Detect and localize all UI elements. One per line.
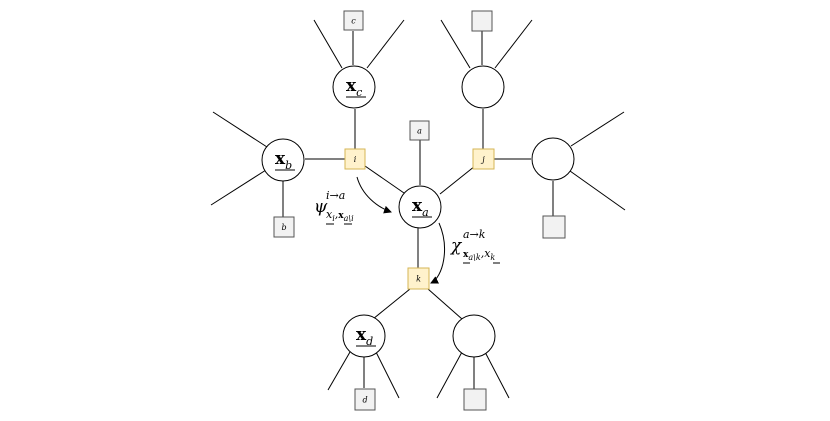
factor-label-j: j — [480, 155, 485, 164]
factor-node-top-right — [471, 10, 493, 32]
factor-node-a — [409, 120, 430, 141]
message-arrow-chi — [430, 222, 445, 284]
edge-xb-leaf-bottom — [210, 169, 267, 206]
message-arrow-psi — [356, 176, 392, 214]
chi-subscript: xa\k,xk — [463, 247, 495, 262]
edge-k-to-var-bottom-right — [427, 288, 463, 320]
edge-xd-leaf-left — [327, 351, 351, 391]
edge-xd-leaf-right — [375, 351, 400, 399]
edge-xa-to-j — [439, 165, 476, 195]
edge-xc-leaf-right — [366, 19, 405, 69]
edge-var-top-right-leaf-right — [494, 19, 533, 69]
edge-var-right-leaf-top — [570, 111, 625, 147]
variable-label-xb: xb — [275, 149, 292, 172]
edges — [210, 19, 626, 399]
edge-var-top-right-leaf-left — [440, 19, 471, 69]
factor-node-d — [354, 388, 376, 411]
psi-subscript: xi,xa\i — [326, 208, 354, 223]
edge-var-bottom-right-leaf-left — [436, 351, 463, 399]
factor-nodes: c a i j b k d — [273, 10, 566, 411]
factor-node-bottom-right — [463, 388, 487, 411]
factor-label-d: d — [362, 396, 367, 405]
message-label-psi: ψ i→a xi,xa\i — [314, 189, 354, 225]
edge-var-right-leaf-bottom — [569, 170, 626, 211]
edge-i-to-xa — [364, 165, 405, 194]
variable-node-bottom-right — [452, 314, 496, 358]
variable-label-xd: xd — [356, 325, 373, 348]
psi-symbol: ψ — [314, 197, 328, 217]
factor-node-b — [273, 216, 295, 238]
factor-label-a: a — [417, 127, 422, 136]
factor-node-right — [542, 215, 566, 239]
variable-labels: xc xb xa xd — [275, 76, 432, 348]
factor-label-k: k — [416, 275, 421, 284]
chi-superscript: a→k — [463, 228, 486, 241]
message-label-chi: χ a→k xa\k,xk — [450, 228, 500, 264]
psi-superscript: i→a — [326, 189, 345, 202]
factor-node-k — [407, 267, 430, 290]
chi-symbol: χ — [450, 236, 463, 256]
factor-node-c — [343, 10, 364, 31]
edge-k-to-xd — [372, 288, 411, 320]
variable-label-xa: xa — [412, 196, 429, 219]
factor-node-j — [472, 148, 495, 170]
edge-var-bottom-right-leaf-right — [484, 351, 510, 399]
edge-xb-leaf-top — [212, 111, 268, 148]
variable-node-top-right — [461, 65, 505, 109]
variable-node-right — [531, 137, 575, 181]
factor-label-i: i — [354, 155, 357, 164]
edge-xc-leaf-left — [313, 19, 343, 69]
factor-label-c: c — [351, 17, 356, 26]
factor-node-i — [344, 148, 366, 170]
factor-label-b: b — [281, 223, 286, 232]
variable-label-xc: xc — [346, 76, 362, 99]
